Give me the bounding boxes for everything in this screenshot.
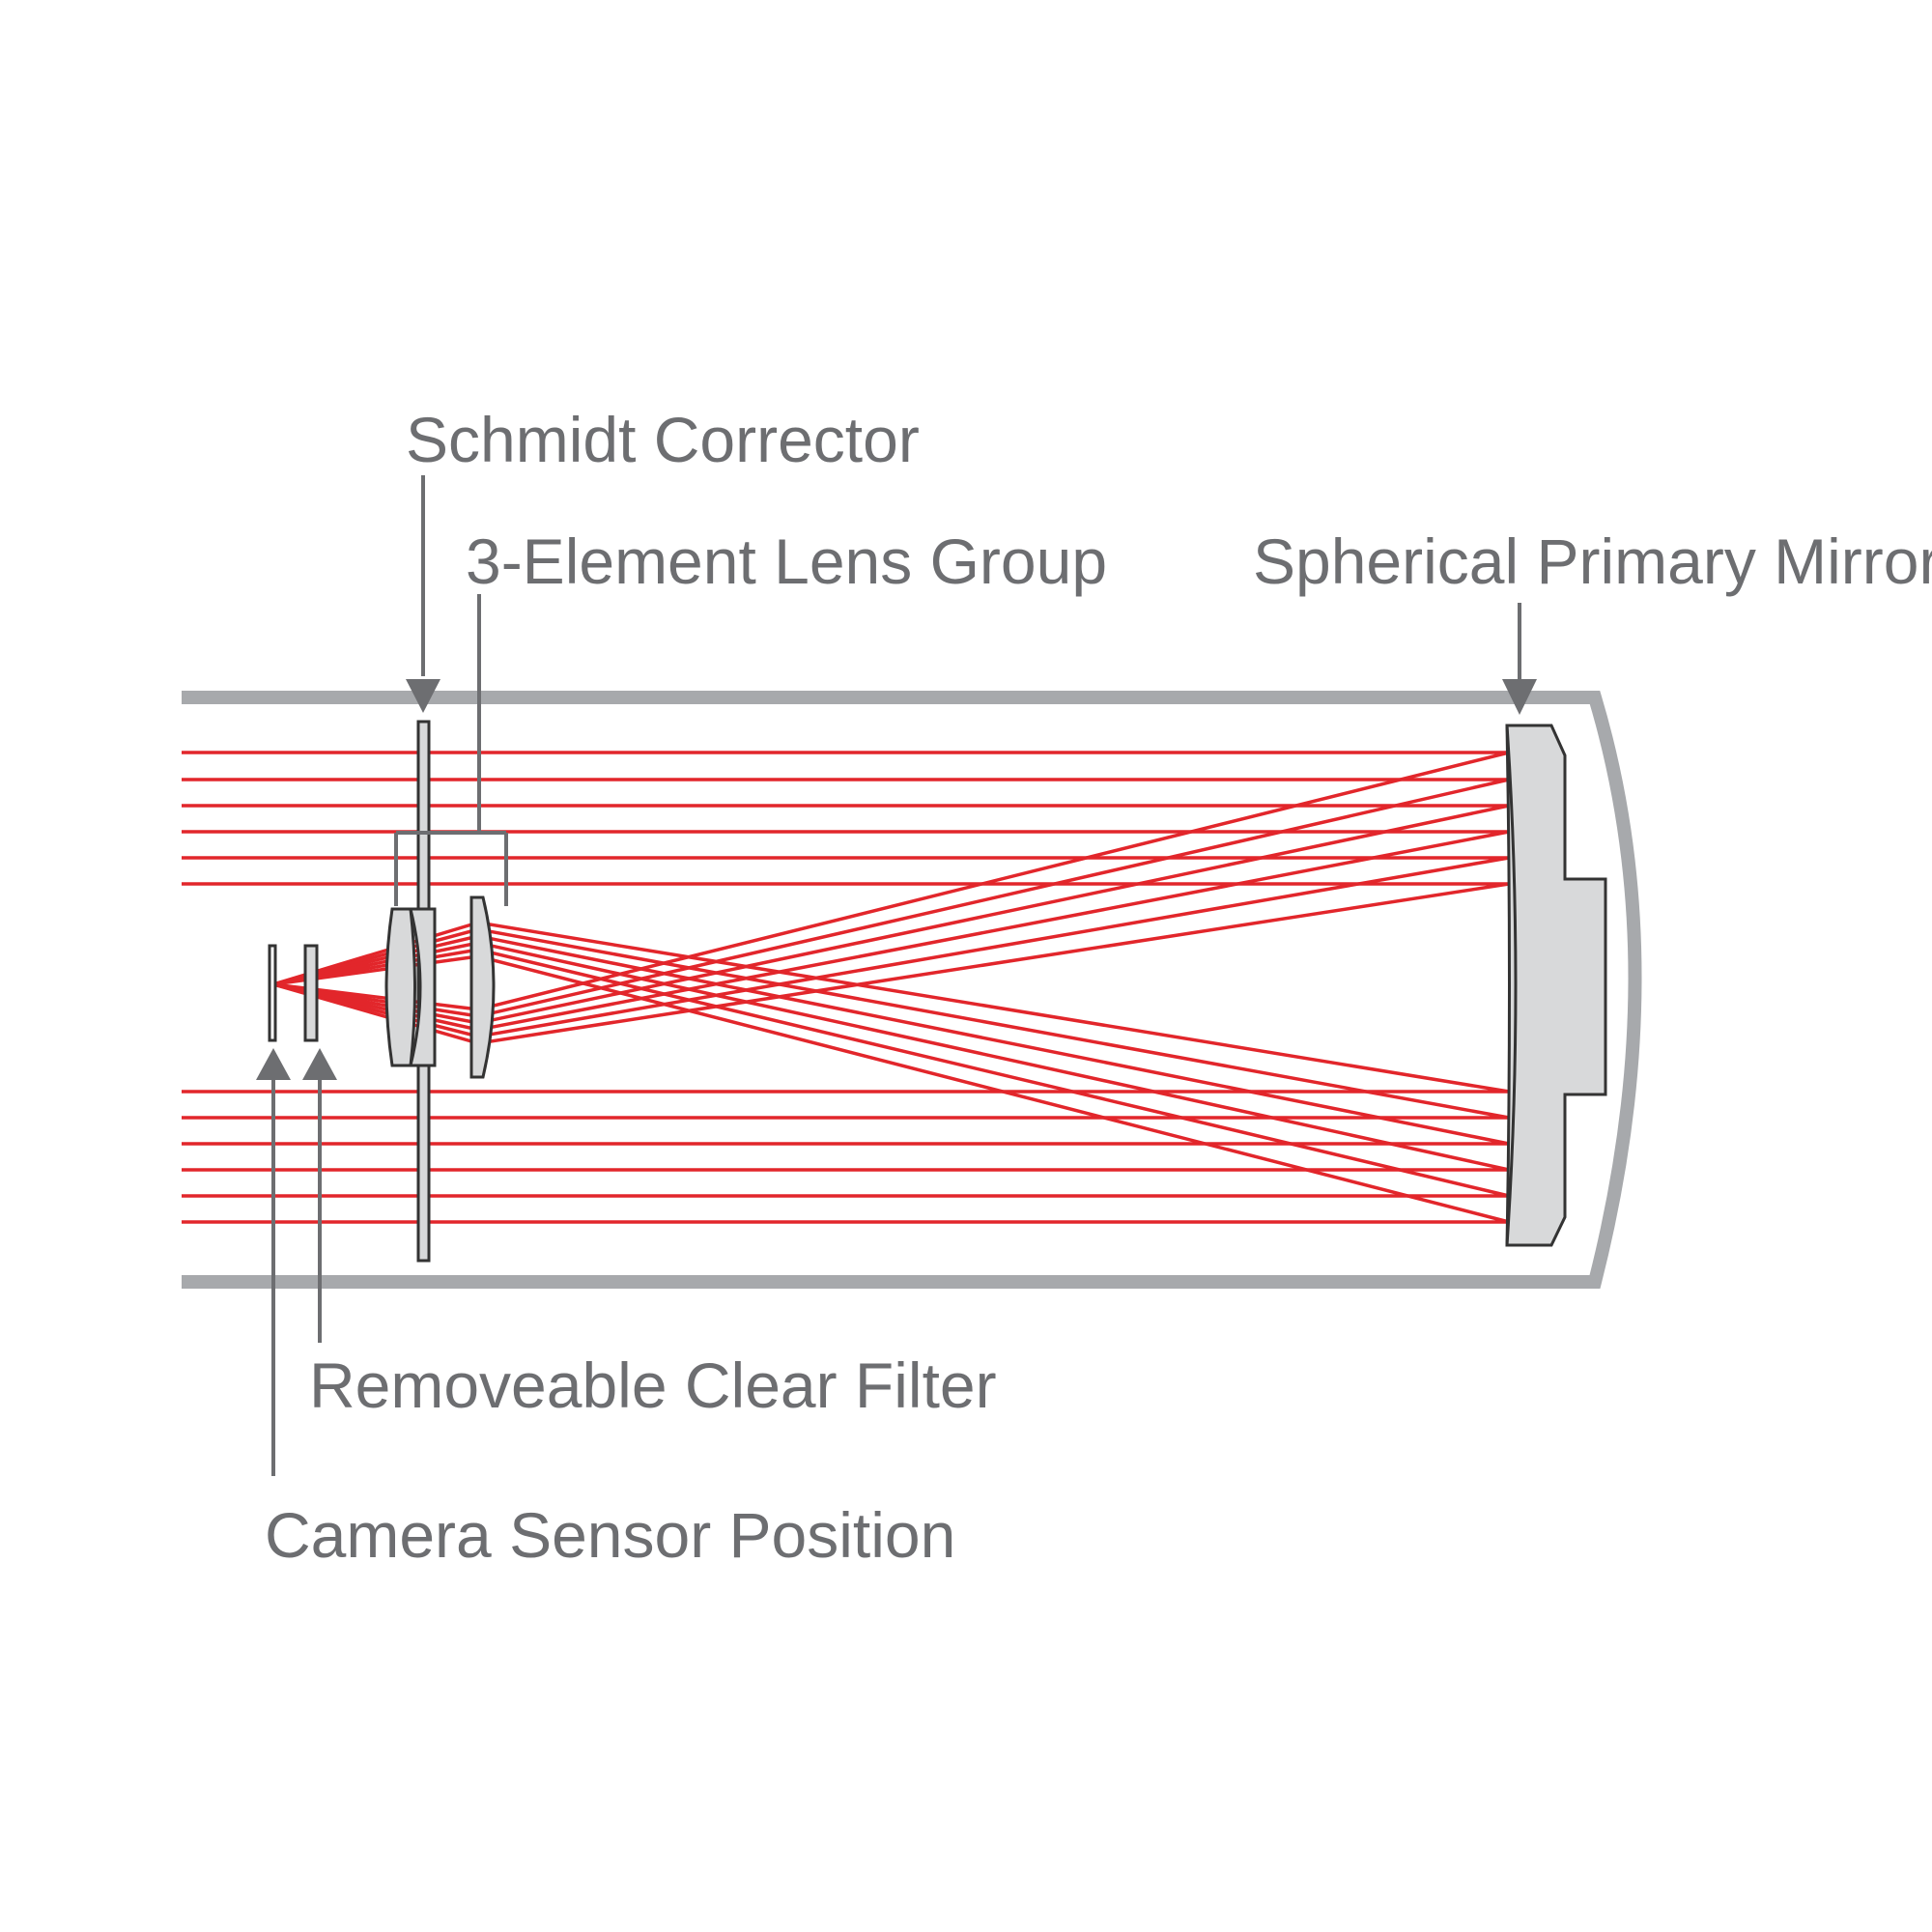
tube-outline xyxy=(182,691,1642,1289)
lens-element-2 xyxy=(409,907,437,1067)
lens-group-bracket xyxy=(394,594,508,906)
light-ray-upper xyxy=(182,778,1510,1018)
mirror-body xyxy=(1505,724,1607,1247)
light-ray-upper xyxy=(182,804,1510,1025)
clear-filter xyxy=(303,944,319,1042)
light-ray-lower xyxy=(182,948,1510,1198)
light-ray-lower xyxy=(182,934,1510,1146)
lens-group xyxy=(384,895,496,1079)
light-ray-upper xyxy=(182,751,1510,1011)
callouts xyxy=(271,475,1521,1476)
lens-group-label: 3-Element Lens Group xyxy=(466,526,1107,597)
lens-element-1 xyxy=(384,907,416,1067)
camera-sensor-label: Camera Sensor Position xyxy=(265,1499,955,1571)
camera-sensor xyxy=(268,944,277,1042)
mirror-arrowhead-icon xyxy=(1502,679,1537,715)
clear-filter-label: Removeable Clear Filter xyxy=(309,1350,997,1421)
light-ray-upper xyxy=(182,856,1510,1038)
primary-mirror-label: Spherical Primary Mirror xyxy=(1253,526,1932,597)
telescope-tube xyxy=(182,691,1642,1289)
light-ray-lower xyxy=(182,954,1510,1224)
light-ray-lower xyxy=(182,927,1510,1120)
lens-element-3 xyxy=(469,895,496,1079)
light-ray-upper xyxy=(182,830,1510,1032)
filter-arrowhead-icon xyxy=(302,1048,337,1080)
schmidt-arrowhead-icon xyxy=(406,679,440,713)
light-ray-lower xyxy=(182,941,1510,1172)
light-ray-lower xyxy=(182,921,1510,1094)
mirror-reflective-surface xyxy=(1505,724,1518,1246)
arrowheads xyxy=(256,679,1537,1080)
light-ray-upper xyxy=(182,882,1510,1045)
primary-mirror xyxy=(1505,724,1607,1247)
light-rays xyxy=(182,751,1510,1224)
sensor-arrowhead-icon xyxy=(256,1048,291,1080)
schmidt-corrector-label: Schmidt Corrector xyxy=(406,404,920,475)
